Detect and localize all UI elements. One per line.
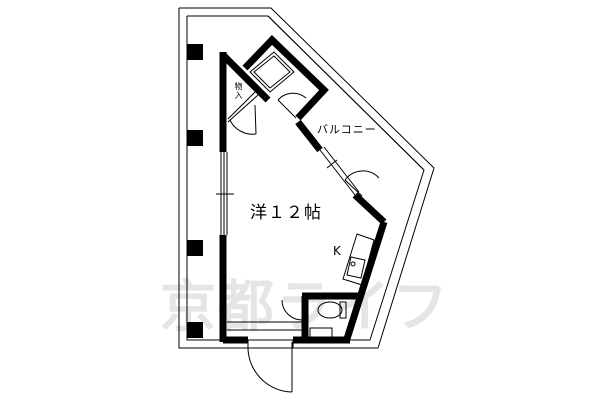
columns <box>187 44 203 338</box>
room-label-balcony: バルコニー <box>317 123 377 136</box>
balcony-railing <box>267 15 425 171</box>
room-label-kitchen: K <box>333 244 341 258</box>
room-label-closet: 物入 <box>234 82 243 100</box>
walls <box>219 35 388 344</box>
window-left <box>216 152 234 235</box>
toilet <box>307 300 347 339</box>
balcony-door <box>319 146 380 197</box>
outer-outline <box>178 7 435 349</box>
kitchen-counter <box>342 233 375 286</box>
closet-door <box>227 91 259 135</box>
room-label-western-12: 洋１２帖 <box>250 203 322 223</box>
entrance-door <box>247 339 294 393</box>
bathroom-door <box>277 92 307 119</box>
hallway <box>227 299 303 331</box>
bathtub <box>249 51 295 93</box>
